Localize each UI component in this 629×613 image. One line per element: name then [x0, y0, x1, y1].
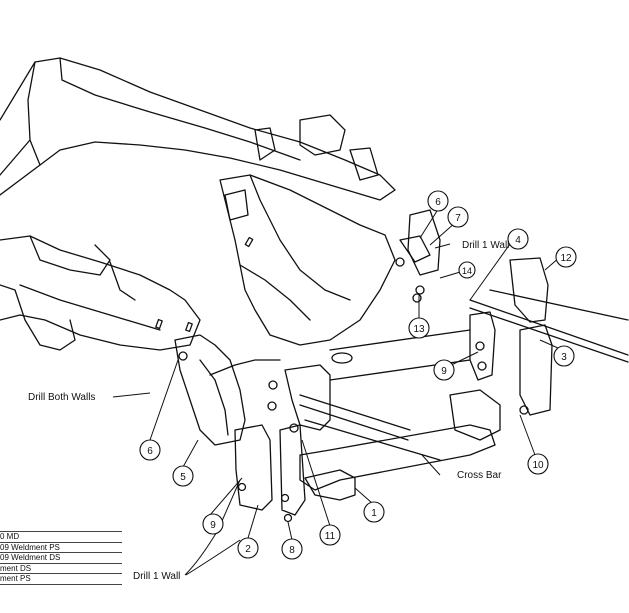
- callout-5: 5: [180, 472, 186, 483]
- cross-bar-rod-upper: [299, 394, 411, 431]
- label-drill-both-walls: Drill Both Walls: [28, 392, 95, 403]
- engine-crossmember: [219, 174, 396, 346]
- callout-9-left: 9: [210, 520, 216, 531]
- label-drill-1-wall-bottom: Drill 1 Wall: [133, 571, 180, 582]
- cross-bar-beam: [299, 424, 496, 491]
- callout-14: 14: [462, 266, 472, 276]
- label-drill-1-wall-top: Drill 1 Wall: [462, 240, 509, 251]
- left-frame-rail: [0, 235, 201, 351]
- parts-table: 0 MD 09 Weldment PS 09 Weldment DS ment …: [0, 531, 122, 585]
- left-vertical-bracket: [174, 334, 246, 446]
- parts-row: 09 Weldment DS: [0, 553, 122, 564]
- front-weldment-center: [284, 364, 331, 431]
- drill-plate-right: [407, 209, 441, 276]
- callout-3: 3: [561, 352, 567, 363]
- parts-row: 0 MD: [0, 531, 122, 543]
- callout-11: 11: [325, 531, 336, 542]
- front-weldment-left: [234, 424, 273, 511]
- callout-13: 13: [413, 324, 425, 335]
- callout-6-left: 6: [147, 446, 153, 457]
- callout-12: 12: [560, 253, 572, 264]
- parts-row: 09 Weldment PS: [0, 543, 122, 553]
- callout-7: 7: [455, 213, 461, 224]
- callout-4: 4: [515, 235, 521, 246]
- callout-9-right: 9: [441, 366, 447, 377]
- callout-8: 8: [289, 545, 295, 556]
- callout-1: 1: [371, 508, 377, 519]
- parts-row: ment DS: [0, 564, 122, 574]
- upper-frame-rail: [27, 57, 396, 201]
- callout-6-top: 6: [435, 197, 441, 208]
- label-cross-bar: Cross Bar: [457, 470, 502, 481]
- callout-10: 10: [532, 460, 544, 471]
- right-vertical-bracket: [509, 257, 549, 323]
- parts-row: ment PS: [0, 574, 122, 585]
- callout-2: 2: [245, 544, 251, 555]
